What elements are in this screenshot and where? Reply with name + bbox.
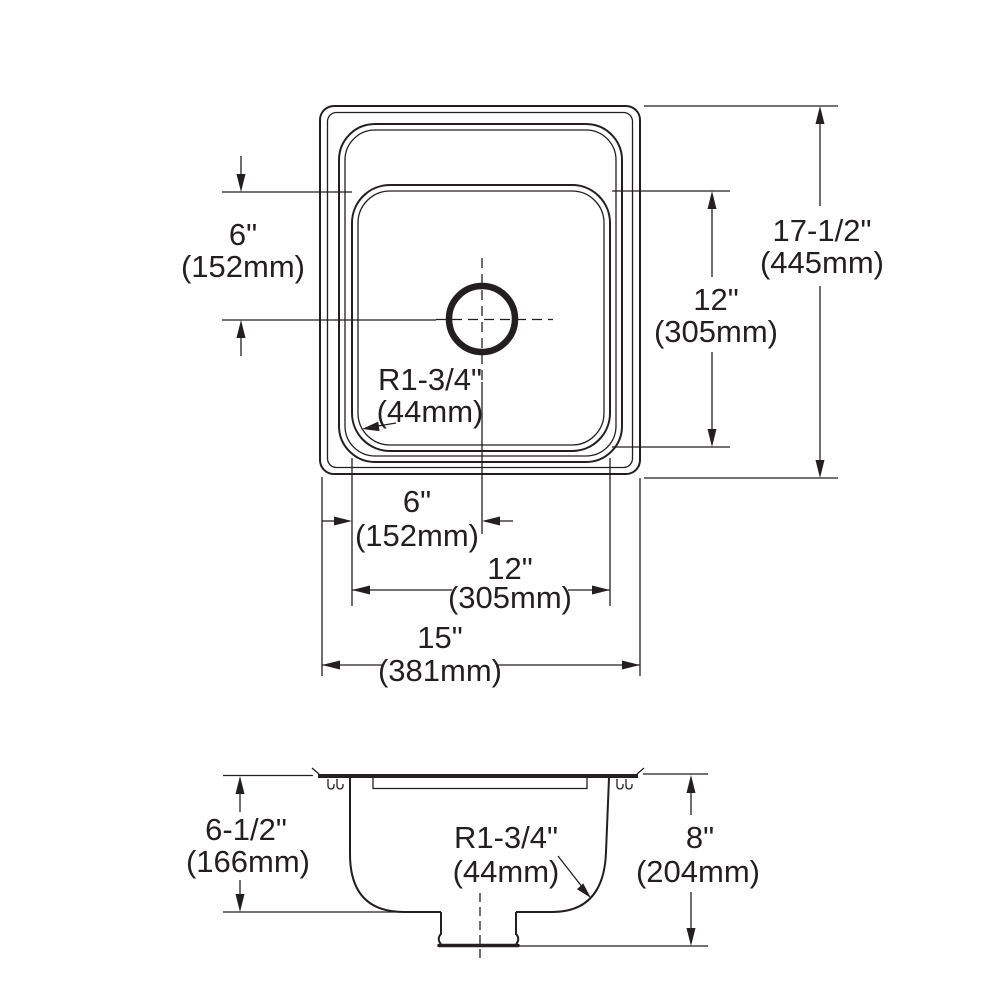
arrowhead-up-icon: [236, 320, 246, 338]
dim-label-inches: 6": [229, 217, 257, 252]
arrowhead-up-icon: [707, 191, 717, 209]
dim-label-mm: (445mm): [760, 245, 884, 280]
dim-label-inches: 6-1/2": [205, 812, 287, 847]
arrowhead-left-icon: [362, 421, 380, 432]
bowl-right-wall: [516, 777, 610, 913]
dim-label-inches: 12": [693, 282, 739, 317]
arrowhead-up-icon: [235, 776, 245, 794]
dim-overall-width: 15" (381mm): [322, 620, 640, 688]
dim-drain-offset-from-left: 6" (152mm): [322, 484, 513, 553]
sink-outer-edge: [319, 105, 641, 475]
dim-label-mm: (166mm): [186, 844, 310, 879]
arrowhead-down-icon: [686, 928, 696, 946]
bowl-rim-opening: [338, 123, 623, 463]
top-view: [319, 105, 641, 534]
dim-bowl-depth: 6-1/2" (166mm): [186, 774, 402, 913]
dim-label-inches: 6": [403, 484, 431, 519]
bowl-floor: [351, 184, 611, 452]
arrowhead-right-icon: [334, 516, 352, 526]
dim-label-inches: 12": [487, 551, 533, 586]
arrowhead-right-icon: [622, 660, 640, 670]
rim-underside-lip: [372, 778, 588, 790]
dim-label-mm: (152mm): [181, 249, 305, 284]
dim-label-mm: (204mm): [636, 854, 760, 889]
rim-edge-right: [636, 767, 645, 775]
leader-line: [557, 855, 584, 889]
arrowhead-down-icon: [235, 894, 245, 912]
arrowhead-down-icon: [236, 174, 246, 192]
arrowhead-down-icon: [707, 429, 717, 447]
arrowhead-left-icon: [482, 516, 500, 526]
radius-label-mm: (44mm): [453, 854, 560, 889]
bowl-floor-inner-line: [357, 190, 605, 446]
arrowhead-right-icon: [592, 585, 610, 595]
clip-hook-icon: [625, 779, 633, 790]
dim-label-mm: (381mm): [378, 653, 502, 688]
dim-drain-offset-from-back: 6" (152mm): [181, 156, 436, 356]
dim-overall-depth: 8" (204mm): [518, 773, 760, 947]
bowl-rim-opening-inner-line: [344, 129, 617, 457]
dim-overall-length: 17-1/2" (445mm): [644, 105, 884, 479]
arrowhead-left-icon: [352, 585, 370, 595]
arrowhead-down-icon: [815, 460, 825, 478]
rim-edge-left: [311, 767, 320, 775]
drain-opening: [445, 282, 519, 356]
annotation-bowl-corner-radius: R1-3/4" (44mm): [362, 362, 483, 432]
bottom-extension-lines: [321, 458, 641, 676]
radius-label-inches: R1-3/4": [378, 362, 482, 397]
arrowhead-left-icon: [322, 660, 340, 670]
annotation-bottom-corner-radius: R1-3/4" (44mm): [453, 820, 591, 898]
mounting-clip-left: [327, 779, 344, 790]
arrowhead-down-right-icon: [577, 883, 591, 898]
dim-label-mm: (305mm): [448, 580, 572, 615]
clip-hook-icon: [327, 779, 335, 790]
sink-outer-edge-inner-line: [326, 111, 634, 469]
side-view: [311, 767, 645, 962]
dim-bowl-length: 12" (305mm): [612, 190, 778, 448]
drain-tailpiece-right: [515, 912, 520, 945]
dim-label-inches: 15": [417, 620, 463, 655]
arrowhead-up-icon: [686, 775, 696, 793]
drain-tailpiece-left: [437, 912, 442, 945]
dim-label-mm: (152mm): [355, 518, 479, 553]
clip-hook-icon: [336, 779, 344, 790]
dim-label-inches: 17-1/2": [773, 213, 872, 248]
arrowhead-up-icon: [815, 106, 825, 124]
clip-hook-icon: [616, 779, 624, 790]
dim-label-mm: (305mm): [654, 314, 778, 349]
dim-label-inches: 8": [686, 820, 714, 855]
dim-bowl-width: 12" (305mm): [352, 551, 610, 615]
mounting-clip-right: [616, 779, 633, 790]
radius-label-inches: R1-3/4": [454, 820, 558, 855]
